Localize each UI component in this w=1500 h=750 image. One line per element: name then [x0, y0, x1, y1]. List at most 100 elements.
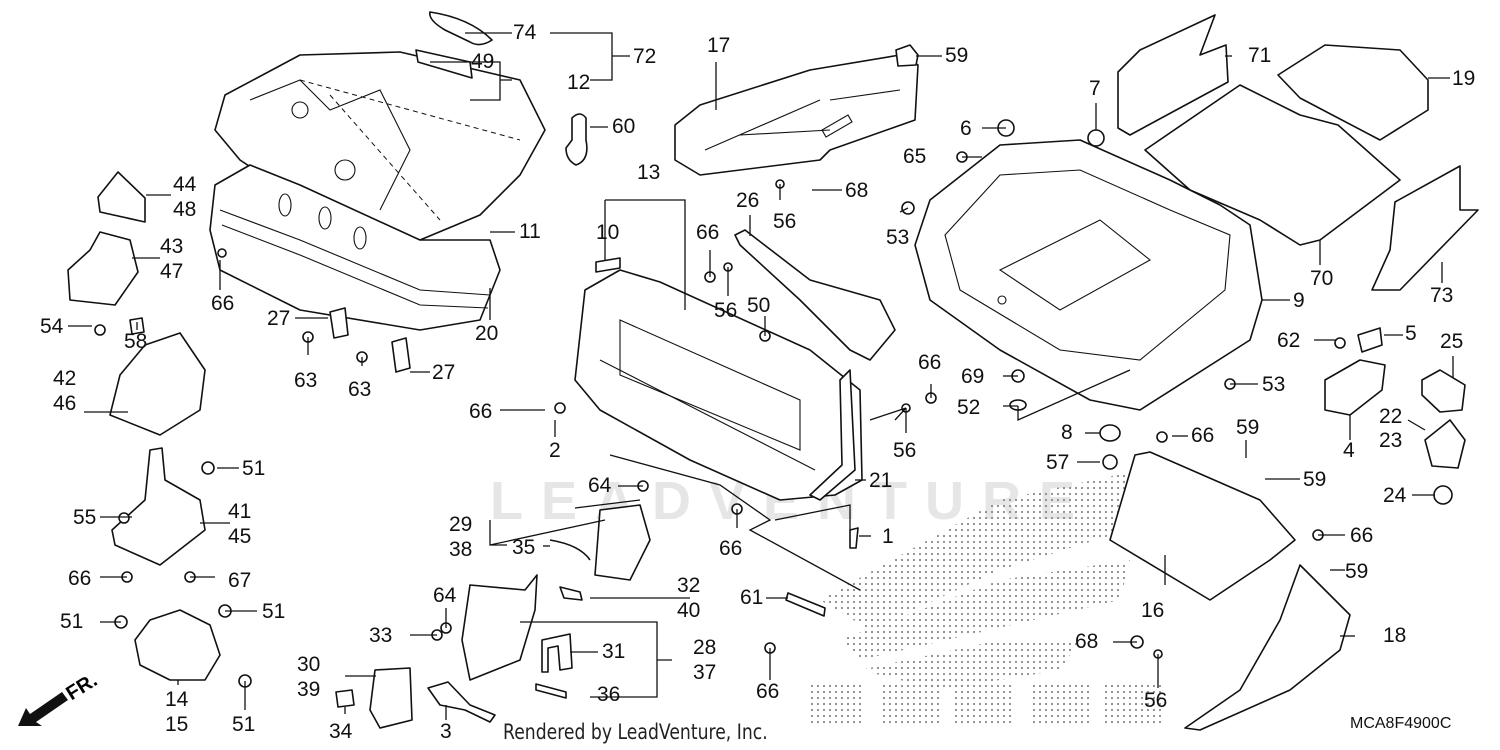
part-26-arm[interactable] — [734, 229, 896, 361]
callout-1[interactable]: 1 — [882, 525, 894, 548]
callout-63[interactable]: 63 — [294, 369, 318, 392]
callout-55[interactable]: 55 — [73, 506, 97, 529]
callout-18[interactable]: 18 — [1383, 624, 1407, 647]
part-28-cover[interactable] — [461, 574, 538, 681]
callout-13[interactable]: 13 — [637, 161, 661, 184]
callout-14[interactable]: 14 — [165, 688, 189, 711]
part-61-strip[interactable] — [785, 592, 826, 617]
callout-43[interactable]: 43 — [160, 235, 184, 258]
callout-49[interactable]: 49 — [471, 50, 495, 73]
callout-11[interactable]: 11 — [519, 220, 541, 243]
part-42-housing[interactable] — [109, 332, 206, 436]
callout-46[interactable]: 46 — [53, 392, 77, 415]
callout-66-mid[interactable]: 66 — [469, 400, 493, 423]
part-41-base[interactable] — [111, 447, 206, 566]
callout-28[interactable]: 28 — [693, 636, 717, 659]
callout-66[interactable]: 66 — [696, 221, 720, 244]
part-16-inner-tray[interactable] — [1109, 451, 1296, 601]
callout-22[interactable]: 22 — [1379, 405, 1403, 428]
callout-59-lower[interactable]: 59 — [1345, 560, 1369, 583]
callout-36[interactable]: 36 — [597, 683, 621, 706]
part-34-clip[interactable] — [335, 689, 355, 708]
callout-59[interactable]: 59 — [945, 44, 969, 67]
callout-73[interactable]: 73 — [1430, 284, 1454, 307]
callout-68-lower[interactable]: 68 — [1075, 630, 1099, 653]
part-59-clip-top[interactable] — [895, 44, 919, 67]
callout-3[interactable]: 3 — [440, 720, 452, 743]
callout-56[interactable]: 56 — [773, 210, 797, 233]
callout-40[interactable]: 40 — [677, 599, 701, 622]
callout-67[interactable]: 67 — [228, 569, 252, 592]
callout-66-bottom[interactable]: 66 — [756, 680, 780, 703]
callout-39[interactable]: 39 — [297, 678, 321, 701]
callout-51-top[interactable]: 51 — [242, 457, 266, 480]
callout-30[interactable]: 30 — [297, 653, 321, 676]
callout-24[interactable]: 24 — [1383, 484, 1407, 507]
callout-70[interactable]: 70 — [1310, 267, 1334, 290]
callout-56-right[interactable]: 56 — [893, 439, 917, 462]
part-4-latch[interactable] — [1324, 359, 1386, 416]
callout-68[interactable]: 68 — [845, 179, 869, 202]
callout-58[interactable]: 58 — [124, 330, 148, 353]
callout-9[interactable]: 9 — [1293, 289, 1305, 312]
part-13-back-panel[interactable] — [574, 269, 863, 501]
callout-54[interactable]: 54 — [40, 315, 64, 338]
callout-59-upper[interactable]: 59 — [1236, 416, 1260, 439]
callout-33[interactable]: 33 — [369, 624, 393, 647]
callout-6[interactable]: 6 — [960, 117, 972, 140]
part-5-knob[interactable] — [1357, 327, 1383, 353]
callout-74[interactable]: 74 — [513, 21, 537, 44]
part-17-side-panel[interactable] — [674, 54, 919, 176]
callout-53[interactable]: 53 — [886, 226, 910, 249]
part-3-switch[interactable] — [427, 681, 496, 723]
part-21-side-rail[interactable] — [809, 369, 856, 501]
part-10-pad[interactable] — [595, 257, 621, 273]
callout-20[interactable]: 20 — [475, 322, 499, 345]
callout-45[interactable]: 45 — [228, 525, 252, 548]
callout-51-right[interactable]: 51 — [262, 600, 286, 623]
part-44-pad[interactable] — [97, 171, 146, 223]
callout-61[interactable]: 61 — [740, 586, 764, 609]
callout-57[interactable]: 57 — [1046, 451, 1070, 474]
part-70-floor-mat[interactable] — [1144, 84, 1401, 246]
part-19-lid-panel[interactable] — [1277, 44, 1429, 141]
callout-65[interactable]: 65 — [903, 145, 927, 168]
callout-56-mid[interactable]: 56 — [714, 299, 738, 322]
callout-21[interactable]: 21 — [869, 469, 893, 492]
callout-56-bottom[interactable]: 56 — [1144, 689, 1168, 712]
callout-32[interactable]: 32 — [677, 574, 701, 597]
part-30-cap[interactable] — [369, 667, 413, 729]
callout-47[interactable]: 47 — [160, 260, 184, 283]
callout-48[interactable]: 48 — [173, 198, 197, 221]
callout-31[interactable]: 31 — [602, 640, 626, 663]
callout-4[interactable]: 4 — [1343, 439, 1355, 462]
callout-53-right[interactable]: 53 — [1262, 373, 1286, 396]
callout-2[interactable]: 2 — [549, 439, 561, 462]
callout-60[interactable]: 60 — [612, 115, 636, 138]
part-32-clip[interactable] — [559, 586, 583, 601]
callout-27-lower[interactable]: 27 — [432, 361, 456, 384]
callout-27[interactable]: 27 — [267, 307, 291, 330]
part-7-grommet[interactable] — [1087, 129, 1105, 147]
callout-29[interactable]: 29 — [449, 513, 473, 536]
callout-16[interactable]: 16 — [1141, 599, 1165, 622]
callout-41[interactable]: 41 — [228, 500, 252, 523]
part-36-pad[interactable] — [535, 683, 567, 699]
callout-69[interactable]: 69 — [961, 365, 985, 388]
callout-66-left[interactable]: 66 — [211, 292, 235, 315]
callout-59-right[interactable]: 59 — [1303, 468, 1327, 491]
callout-71[interactable]: 71 — [1248, 44, 1272, 67]
part-31-bracket[interactable] — [541, 633, 573, 673]
callout-34[interactable]: 34 — [329, 720, 353, 743]
part-49-bracket[interactable] — [415, 49, 473, 79]
callout-64[interactable]: 64 — [588, 474, 612, 497]
part-35-cable[interactable] — [549, 539, 591, 561]
callout-10[interactable]: 10 — [596, 221, 620, 244]
callout-44[interactable]: 44 — [173, 173, 197, 196]
part-60-hook[interactable] — [565, 113, 588, 166]
callout-23[interactable]: 23 — [1379, 429, 1403, 452]
callout-15[interactable]: 15 — [165, 713, 189, 736]
callout-66-right[interactable]: 66 — [918, 351, 942, 374]
callout-37[interactable]: 37 — [693, 661, 717, 684]
callout-35[interactable]: 35 — [512, 536, 536, 559]
